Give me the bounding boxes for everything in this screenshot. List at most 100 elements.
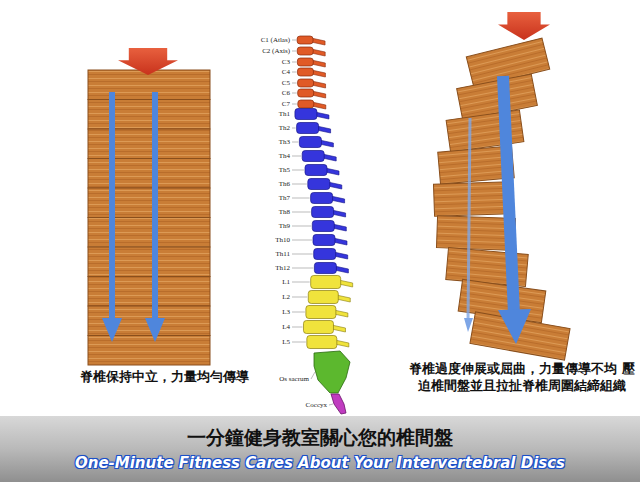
vertebra <box>295 109 317 120</box>
vertebra-label: Th7 <box>210 194 290 202</box>
leader-line <box>292 62 296 63</box>
vertebra-label: Th5 <box>210 166 290 174</box>
vertebra <box>297 36 313 44</box>
coccyx <box>331 394 346 414</box>
leader-line <box>292 156 301 157</box>
vertebra-label: C6 <box>210 89 290 97</box>
vertebra <box>303 321 333 334</box>
vertebra-label: Th2 <box>210 124 290 132</box>
brick <box>88 188 210 218</box>
vertebra-label: Os sacrum <box>229 375 309 383</box>
leader-line <box>292 198 310 199</box>
force-arrowhead <box>498 309 531 344</box>
banner-subtitle: One-Minute Fitness Cares About Your Inte… <box>0 454 640 472</box>
vertebra <box>297 47 313 55</box>
leader-lines <box>292 40 333 405</box>
neutral-brick-stack <box>88 70 210 365</box>
force-arrow <box>152 92 158 322</box>
vertebra-label: Th6 <box>210 180 290 188</box>
vertebra <box>299 137 321 148</box>
leader-line <box>292 40 296 41</box>
vertebra <box>305 165 327 176</box>
spine-illustration <box>295 36 353 414</box>
leader-line <box>292 72 296 73</box>
vertebra <box>298 100 314 108</box>
load-arrow <box>118 48 178 75</box>
leader-line <box>292 184 307 185</box>
leader-line <box>292 142 298 143</box>
vertebra <box>308 291 338 304</box>
vertebra-label: Th1 <box>210 110 290 118</box>
brick <box>88 159 210 189</box>
brick <box>433 182 510 217</box>
leader-line <box>292 83 297 84</box>
vertebra <box>297 58 313 66</box>
leader-line <box>292 51 296 52</box>
leader-line <box>292 104 297 105</box>
caption-text: 脊椎過度伸展或屈曲，力量傳導不均 壓迫椎間盤並且拉扯脊椎周圍結締組織 <box>406 360 638 394</box>
vertebra-label: C4 <box>210 68 290 76</box>
brick <box>88 218 210 248</box>
vertebra <box>311 276 341 289</box>
force-arrowhead <box>464 318 473 332</box>
vertebra-label: L1 <box>210 278 290 286</box>
leader-line <box>292 226 311 227</box>
vertebra-label: Coccyx <box>247 401 327 409</box>
leader-line <box>292 312 305 313</box>
vertebra <box>312 207 334 218</box>
vertebra <box>312 221 334 232</box>
vertebra <box>311 193 333 204</box>
vertebra-label: Th12 <box>210 264 290 272</box>
vertebra <box>313 235 335 246</box>
brick <box>88 100 210 130</box>
vertebra-label: L5 <box>210 338 290 346</box>
brick <box>436 216 515 251</box>
leader-line <box>311 372 315 379</box>
vertebra-label: Th10 <box>210 236 290 244</box>
vertebra <box>306 306 336 319</box>
banner-title: 一分鐘健身教室關心您的椎間盤 <box>0 425 640 451</box>
vertebra-label: C2 (Axis) <box>210 47 290 55</box>
leader-line <box>292 212 311 213</box>
vertebra-label: Th8 <box>210 208 290 216</box>
vertebra <box>297 123 319 134</box>
vertebra-label: L3 <box>210 308 290 316</box>
force-arrow <box>109 92 115 322</box>
vertebra-label: Th11 <box>210 250 290 258</box>
force-arrow <box>468 118 470 322</box>
vertebra-label: C7 <box>210 100 290 108</box>
vertebra <box>314 249 336 260</box>
brick <box>88 336 210 366</box>
vertebra-label: L2 <box>210 293 290 301</box>
vertebra <box>307 336 337 349</box>
leader-line <box>292 268 313 269</box>
vertebra <box>314 263 336 274</box>
bent-brick-stack <box>433 38 570 360</box>
force-arrowhead <box>102 318 122 342</box>
vertebra <box>302 151 324 162</box>
leader-line <box>292 297 307 298</box>
force-arrows <box>102 12 550 344</box>
sacrum <box>314 351 350 393</box>
leader-line <box>292 93 297 94</box>
brick <box>88 129 210 159</box>
vertebra <box>298 89 314 97</box>
vertebra-label: C5 <box>210 79 290 87</box>
vertebra-label: L4 <box>210 323 290 331</box>
vertebra <box>297 68 313 76</box>
vertebra-label: C1 (Atlas) <box>210 36 290 44</box>
caption-text: 脊椎保持中立，力量均勻傳導 <box>80 368 270 385</box>
vertebra-label: C3 <box>210 58 290 66</box>
leader-line <box>292 254 313 255</box>
leader-line <box>292 240 312 241</box>
force-arrow <box>503 76 514 314</box>
leader-line <box>329 404 333 405</box>
leader-line <box>292 128 296 129</box>
brick <box>88 247 210 277</box>
vertebra-label: Th4 <box>210 152 290 160</box>
vertebra-label: Th9 <box>210 222 290 230</box>
leader-line <box>292 342 306 343</box>
brick <box>88 277 210 307</box>
